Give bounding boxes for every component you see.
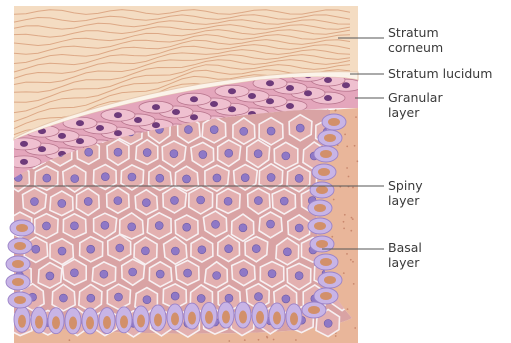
basal-cell bbox=[310, 182, 334, 198]
spiny-cell bbox=[35, 214, 58, 239]
basal-cell bbox=[302, 302, 326, 318]
basal-cell bbox=[116, 307, 132, 333]
basal-cell bbox=[8, 238, 32, 254]
basal-cell bbox=[10, 220, 34, 236]
basal-cell bbox=[235, 302, 251, 328]
spiny-cell bbox=[191, 237, 213, 262]
spiny-cell bbox=[147, 213, 171, 239]
basal-cell bbox=[14, 306, 30, 332]
spiny-cell bbox=[63, 214, 86, 238]
basal-cell bbox=[167, 304, 183, 330]
basal-cell bbox=[184, 303, 200, 329]
basal-cell bbox=[201, 302, 217, 328]
spiny-cell bbox=[80, 237, 103, 262]
basal-cell bbox=[252, 302, 268, 328]
basal-cell bbox=[310, 236, 334, 252]
basal-cell bbox=[65, 308, 81, 334]
basal-cell bbox=[150, 305, 166, 331]
basal-cell bbox=[318, 130, 342, 146]
basal-cell bbox=[314, 146, 338, 162]
granular-cell bbox=[101, 109, 135, 121]
spiny-cell bbox=[260, 262, 284, 288]
basal-cell bbox=[269, 303, 285, 329]
basal-cell bbox=[99, 308, 115, 334]
granular-cell bbox=[215, 85, 249, 97]
basal-cell bbox=[312, 164, 336, 180]
basal-cell bbox=[308, 200, 332, 216]
basal-cell bbox=[314, 254, 338, 270]
basal-cell bbox=[133, 306, 149, 332]
basal-cell bbox=[314, 288, 338, 304]
label-stratum-lucidum: Stratum lucidum bbox=[388, 66, 506, 81]
spiny-cell bbox=[35, 166, 58, 190]
spiny-cell bbox=[274, 142, 298, 168]
spiny-cell bbox=[107, 284, 130, 309]
label-spiny-layer: Spiny layer bbox=[388, 178, 433, 208]
spiny-cell bbox=[176, 260, 199, 285]
basal-cell bbox=[82, 308, 98, 334]
basal-cell bbox=[31, 307, 47, 333]
basal-cell bbox=[218, 302, 234, 328]
spiny-cell bbox=[259, 118, 283, 145]
granular-cell bbox=[177, 93, 211, 105]
granular-cell bbox=[7, 156, 41, 168]
spiny-cell bbox=[217, 189, 241, 214]
label-basal-layer: Basal layer bbox=[388, 240, 433, 270]
label-stratum-corneum: Stratum corneum bbox=[388, 25, 458, 55]
basal-cell bbox=[6, 274, 30, 290]
basal-cell bbox=[48, 308, 64, 334]
spiny-cell bbox=[289, 115, 312, 141]
label-granular-layer: Granular layer bbox=[388, 90, 450, 120]
basal-cell bbox=[318, 272, 342, 288]
spiny-cell bbox=[63, 259, 87, 285]
basal-cell bbox=[6, 256, 30, 272]
basal-cell bbox=[322, 114, 346, 130]
granular-cell bbox=[139, 101, 173, 113]
basal-cell bbox=[286, 304, 302, 330]
basal-cell bbox=[308, 218, 332, 234]
granular-cell bbox=[7, 138, 41, 150]
basal-cell bbox=[8, 292, 32, 308]
